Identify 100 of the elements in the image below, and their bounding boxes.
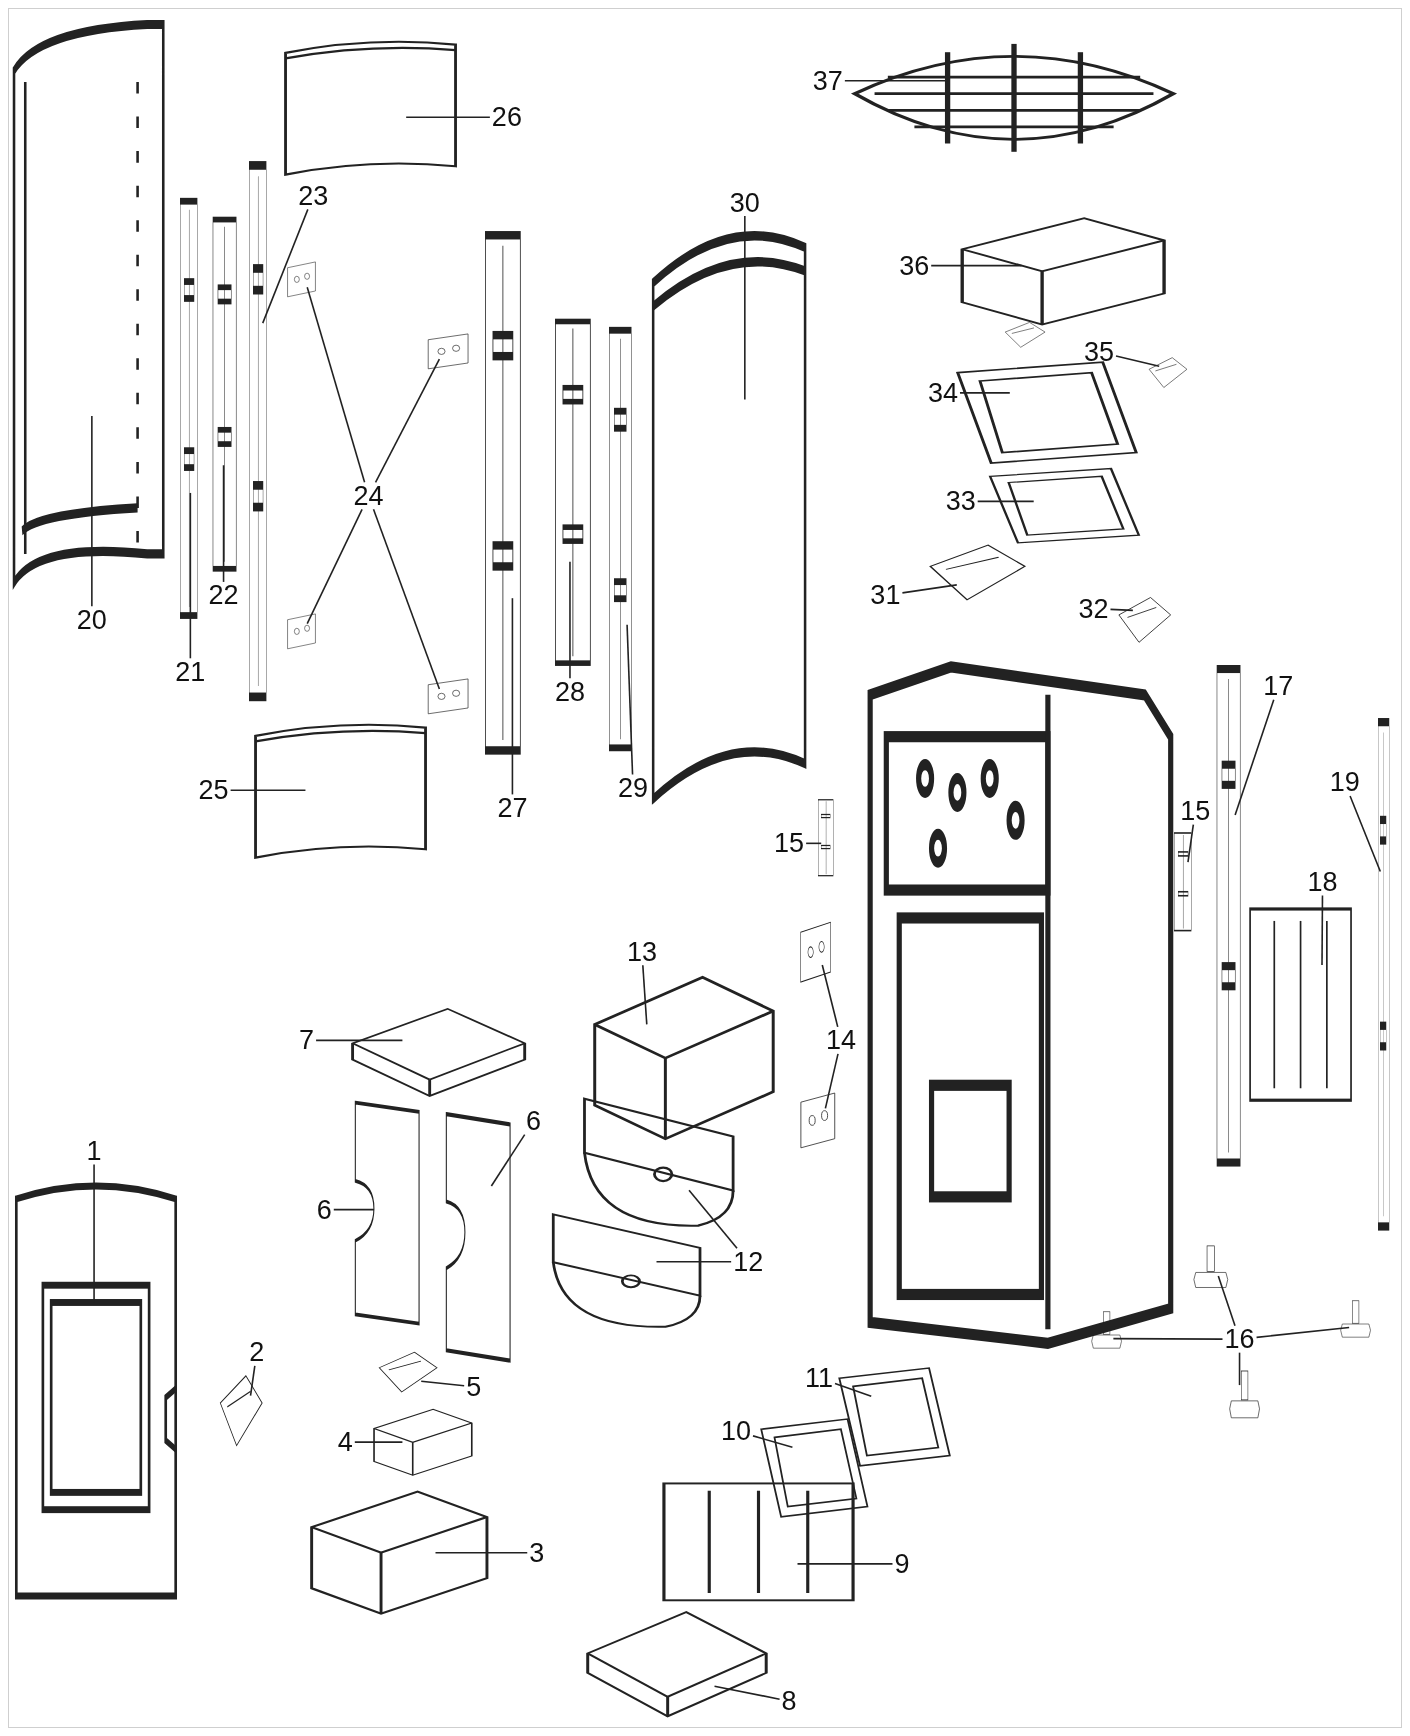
bracket-drawing	[1115, 595, 1174, 646]
leader-line	[405, 116, 491, 119]
leader-line	[1115, 355, 1160, 368]
callout-number: 30	[727, 189, 762, 217]
leader-line	[901, 584, 958, 594]
callout-number: 36	[897, 252, 932, 280]
leader-line	[1234, 698, 1275, 816]
leader-line	[306, 286, 366, 484]
callout-number: 31	[868, 581, 903, 609]
callout-number: 24	[351, 482, 386, 510]
gasket-frame-drawing	[836, 1365, 952, 1468]
leader-line	[642, 964, 648, 1026]
leader-line	[332, 1208, 375, 1211]
callout-number: 25	[196, 776, 231, 804]
callout-number: 26	[489, 103, 524, 131]
leader-line	[1238, 1351, 1241, 1386]
callout-number: 11	[802, 1364, 835, 1392]
callout-number: 19	[1327, 768, 1362, 796]
callout-number: 6	[314, 1196, 334, 1224]
curved-panel-drawing	[282, 38, 460, 178]
leader-line	[420, 1380, 465, 1387]
callout-number: 8	[779, 1687, 799, 1715]
callout-number: 14	[824, 1026, 859, 1054]
bracket-drawing	[426, 332, 471, 371]
handle-mechanism-drawing	[218, 1372, 265, 1450]
leader-line	[1255, 1326, 1350, 1339]
callout-number: 1	[84, 1137, 104, 1165]
callout-number: 7	[297, 1026, 317, 1054]
leader-line	[374, 358, 441, 484]
glass-pane-drawing	[759, 1416, 870, 1519]
callout-number: 15	[772, 829, 807, 857]
leader-line	[261, 208, 309, 324]
leader-line	[229, 789, 307, 791]
leader-line	[824, 1053, 839, 1110]
callout-number: 13	[624, 938, 659, 966]
leader-line	[1321, 894, 1324, 966]
callout-number: 4	[335, 1428, 355, 1456]
bracket-drawing	[285, 260, 317, 299]
leader-line	[569, 560, 571, 679]
callout-number: 17	[1261, 672, 1296, 700]
leader-line	[434, 1551, 529, 1554]
clip-drawing	[1146, 356, 1189, 390]
leader-line	[1112, 1337, 1224, 1340]
leader-line	[752, 1435, 794, 1448]
base-panel-drawing	[584, 1610, 771, 1719]
callout-number: 29	[616, 774, 651, 802]
callout-number: 27	[495, 794, 530, 822]
callout-number: 15	[1178, 797, 1213, 825]
callout-number: 2	[247, 1338, 267, 1366]
gasket-drawing	[987, 467, 1143, 545]
leader-line	[688, 1189, 738, 1249]
deflector-drawing	[376, 1350, 441, 1395]
leader-line	[805, 842, 822, 845]
leader-line	[713, 1685, 781, 1700]
adjustable-foot-drawing	[1191, 1245, 1230, 1290]
ash-box-drawing	[307, 1488, 491, 1616]
callout-number: 6	[523, 1107, 543, 1135]
callout-number: 18	[1305, 868, 1340, 896]
front-grill-drawing	[659, 1480, 857, 1603]
leader-line	[976, 500, 1035, 503]
leader-line	[1109, 608, 1134, 612]
callout-number: 21	[173, 658, 208, 686]
callout-number: 23	[296, 182, 331, 210]
leader-line	[372, 508, 441, 690]
leader-line	[315, 1039, 404, 1042]
callout-number: 12	[731, 1248, 766, 1276]
leader-line	[1187, 823, 1195, 863]
leader-line	[306, 508, 363, 625]
bracket-drawing	[426, 677, 471, 717]
leader-line	[1217, 1275, 1236, 1327]
top-cover-drawing	[958, 215, 1169, 327]
callout-number: 35	[1082, 338, 1116, 366]
bracket-drawing	[285, 612, 317, 651]
leader-line	[834, 1382, 873, 1398]
leader-line	[490, 1133, 526, 1187]
heat-shield-drawing	[591, 973, 777, 1143]
callout-number: 3	[527, 1539, 547, 1567]
leader-line	[249, 1365, 256, 1397]
leader-line	[821, 964, 839, 1028]
adjustable-foot-drawing	[1339, 1300, 1373, 1340]
callout-number: 37	[810, 67, 845, 95]
callout-number: 34	[925, 379, 960, 407]
callout-number: 16	[1222, 1325, 1257, 1353]
callout-number: 32	[1076, 595, 1111, 623]
hinge-drawing	[799, 1090, 837, 1151]
burn-pot-drawing	[371, 1407, 474, 1477]
callout-number: 22	[206, 581, 241, 609]
rear-grill-drawing	[1248, 905, 1354, 1105]
leader-line	[655, 1260, 732, 1263]
callout-number: 28	[552, 678, 587, 706]
clip-drawing	[1002, 320, 1047, 349]
sealing-strip-drawing	[1375, 717, 1392, 1232]
callout-number: 9	[892, 1550, 912, 1578]
callout-number: 10	[718, 1417, 753, 1445]
leader-line	[91, 415, 93, 608]
callout-number: 33	[943, 487, 978, 515]
leader-line	[222, 464, 225, 583]
adjustable-foot-drawing	[1228, 1370, 1262, 1420]
curved-panel-drawing	[252, 721, 430, 860]
leader-line	[189, 492, 192, 660]
